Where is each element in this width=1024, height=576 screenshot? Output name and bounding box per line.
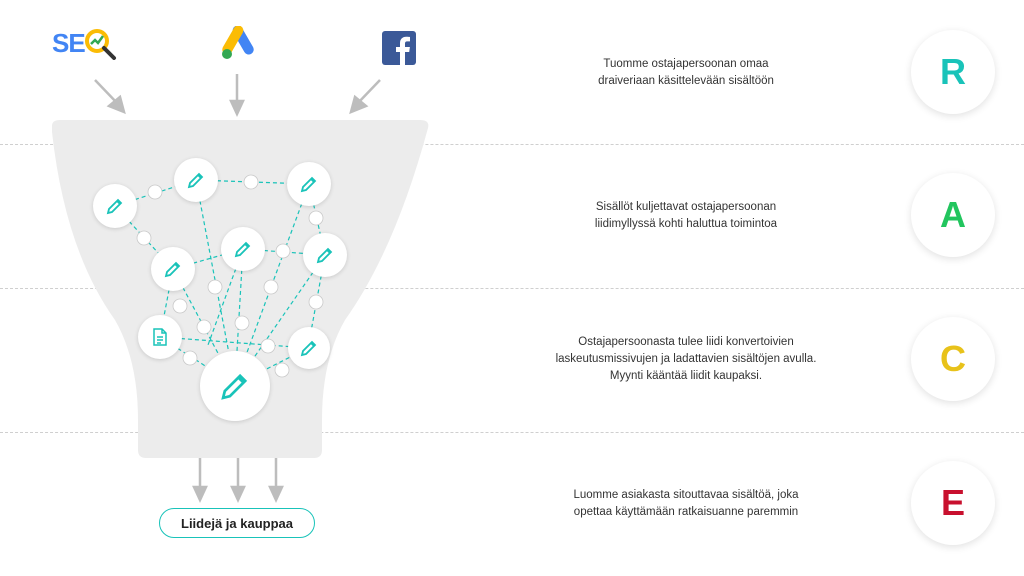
stage-e-badge: E: [911, 461, 995, 545]
pencil-icon: [187, 172, 204, 189]
divider-1: [0, 144, 1024, 145]
stage-c-badge: C: [911, 317, 995, 401]
stage-letter: R: [940, 51, 966, 92]
pencil-icon: [300, 176, 317, 193]
seo-icon: SE: [52, 28, 116, 60]
stage-letter: C: [940, 338, 966, 379]
outgoing-arrows: [192, 458, 284, 503]
leads-and-sales-label: Liidejä ja kauppaa: [181, 515, 293, 531]
stage-letter: E: [940, 482, 965, 523]
main-content-node: [200, 351, 270, 421]
facebook-icon: [382, 31, 416, 70]
stage-e-text: Luomme asiakasta sitouttavaa sisältöä, j…: [573, 489, 799, 518]
pencil-icon: [316, 247, 333, 264]
pencil-icon: [221, 373, 248, 400]
content-node: [174, 158, 218, 202]
leads-and-sales-pill: Liidejä ja kauppaa: [159, 508, 315, 538]
pencil-icon: [300, 340, 317, 357]
content-node: [93, 184, 137, 228]
divider-3: [0, 432, 1024, 433]
stage-c-text: Ostajapersoonasta tulee liidi konvertoiv…: [555, 336, 817, 382]
content-node: [138, 315, 182, 359]
divider-2: [0, 288, 1024, 289]
funnel-shape: [52, 120, 429, 458]
content-node: [303, 233, 347, 277]
stage-letter: A: [940, 194, 966, 235]
document-icon: [153, 328, 167, 346]
pencil-icon: [164, 261, 181, 278]
content-node: [288, 327, 330, 369]
content-node: [151, 247, 195, 291]
stage-a-badge: A: [911, 173, 995, 257]
link-badges: [136, 174, 324, 378]
content-node: [287, 162, 331, 206]
stage-r-badge: R: [911, 30, 995, 114]
google-ads-icon: [218, 25, 258, 65]
content-node: [221, 227, 265, 271]
incoming-arrows: [94, 74, 381, 117]
pencil-icon: [106, 198, 123, 215]
pencil-icon: [234, 241, 251, 258]
